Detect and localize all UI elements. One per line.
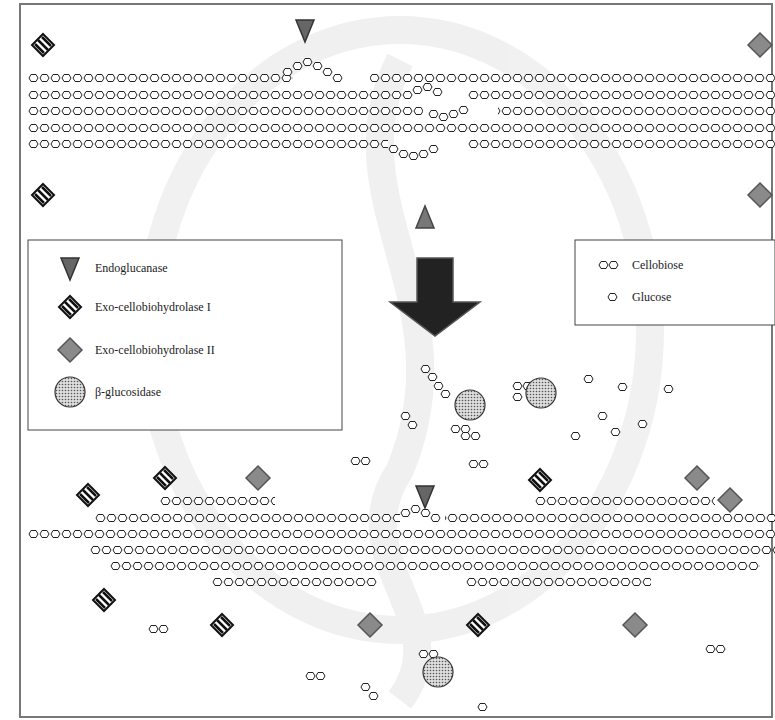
cellulose-chains-top	[28, 59, 775, 160]
legend-label: Glucose	[632, 290, 671, 304]
legend-label: Cellobiose	[632, 258, 683, 272]
process-arrow	[390, 258, 480, 336]
legend-label: β-glucosidase	[95, 385, 161, 399]
legend-label: Exo-cellobiohydrolase II	[95, 343, 215, 357]
legend-label: Endoglucanase	[95, 261, 168, 275]
cellulose-chains-bottom	[28, 497, 775, 587]
legend-label: Exo-cellobiohydrolase I	[95, 300, 211, 314]
